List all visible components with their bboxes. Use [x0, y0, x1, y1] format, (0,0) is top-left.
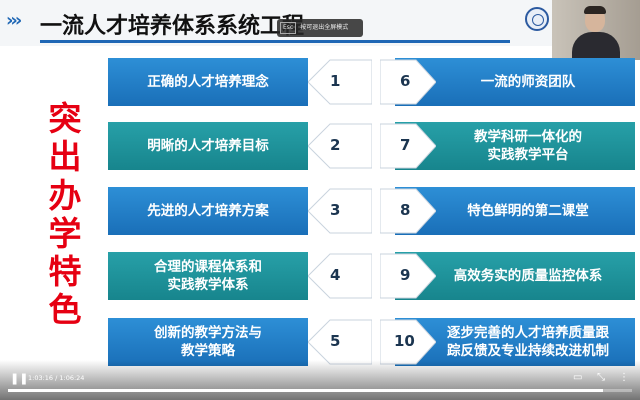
left-item-box: 创新的教学方法与教学策略 [108, 318, 308, 366]
fullscreen-exit-icon[interactable]: ⤡ [597, 372, 605, 383]
slogan-char: 特 [48, 252, 82, 292]
item-label: 逐步完善的人才培养质量跟踪反馈及专业持续改进机制 [447, 324, 609, 359]
item-number: 10 [394, 332, 415, 350]
left-number-arrow [308, 123, 372, 169]
settings-icon[interactable]: ⋮ [619, 372, 629, 383]
slogan-char: 色 [48, 290, 82, 330]
item-number: 5 [330, 332, 341, 350]
item-label: 创新的教学方法与教学策略 [154, 324, 262, 359]
speaker-webcam-overlay [552, 0, 640, 60]
item-label: 教学科研一体化的实践教学平台 [474, 128, 582, 163]
title-underline [40, 40, 510, 43]
slogan-vertical: 突 出 办 学 特 色 [45, 99, 85, 330]
right-number-arrow [380, 188, 436, 234]
right-number-arrow [380, 59, 436, 105]
fullscreen-toast-text: 按可退出全屏模式 [300, 24, 349, 31]
left-number-arrow [308, 59, 372, 105]
item-label: 特色鲜明的第二课堂 [467, 202, 589, 219]
esc-key-badge: Esc [280, 22, 297, 34]
item-label: 先进的人才培养方案 [147, 202, 269, 219]
right-number-arrow [380, 253, 436, 299]
pause-icon[interactable]: ❚❚ [10, 372, 29, 385]
item-label: 一流的师资团队 [480, 73, 576, 90]
slogan-char: 突 [48, 99, 82, 138]
subtitles-icon[interactable]: ▭ [573, 372, 583, 383]
item-number: 8 [400, 201, 411, 219]
item-number: 4 [330, 266, 341, 284]
left-item-box: 合理的课程体系和实践教学体系 [108, 252, 308, 300]
right-item-box: 逐步完善的人才培养质量跟踪反馈及专业持续改进机制 [395, 318, 635, 366]
progress-bar[interactable] [8, 389, 632, 392]
video-controls-gradient [0, 360, 640, 400]
item-label: 正确的人才培养理念 [147, 73, 269, 90]
right-number-arrow [380, 319, 436, 365]
slogan-char: 学 [48, 213, 82, 253]
left-number-arrow [308, 253, 372, 299]
item-label: 合理的课程体系和实践教学体系 [154, 258, 262, 293]
right-item-box: 教学科研一体化的实践教学平台 [395, 122, 635, 170]
timecode: 1:03:16 / 1:06:24 [28, 374, 85, 382]
right-number-arrow [380, 123, 436, 169]
progress-fill [8, 389, 603, 392]
item-number: 6 [400, 72, 411, 90]
item-number: 1 [330, 72, 341, 90]
item-label: 明晰的人才培养目标 [147, 137, 269, 154]
left-item-box: 先进的人才培养方案 [108, 187, 308, 235]
university-seal-icon [525, 7, 549, 31]
item-number: 7 [400, 136, 411, 154]
slogan-char: 办 [48, 175, 82, 215]
left-item-box: 正确的人才培养理念 [108, 58, 308, 106]
item-number: 3 [330, 201, 341, 219]
item-number: 2 [330, 136, 341, 154]
slogan-char: 出 [48, 137, 82, 177]
left-item-box: 明晰的人才培养目标 [108, 122, 308, 170]
item-label: 高效务实的质量监控体系 [453, 267, 603, 284]
left-number-arrow [308, 188, 372, 234]
page-title: 一流人才培养体系系统工程 [40, 14, 305, 39]
chevrons-icon: ››› [6, 10, 22, 31]
item-number: 9 [400, 266, 411, 284]
